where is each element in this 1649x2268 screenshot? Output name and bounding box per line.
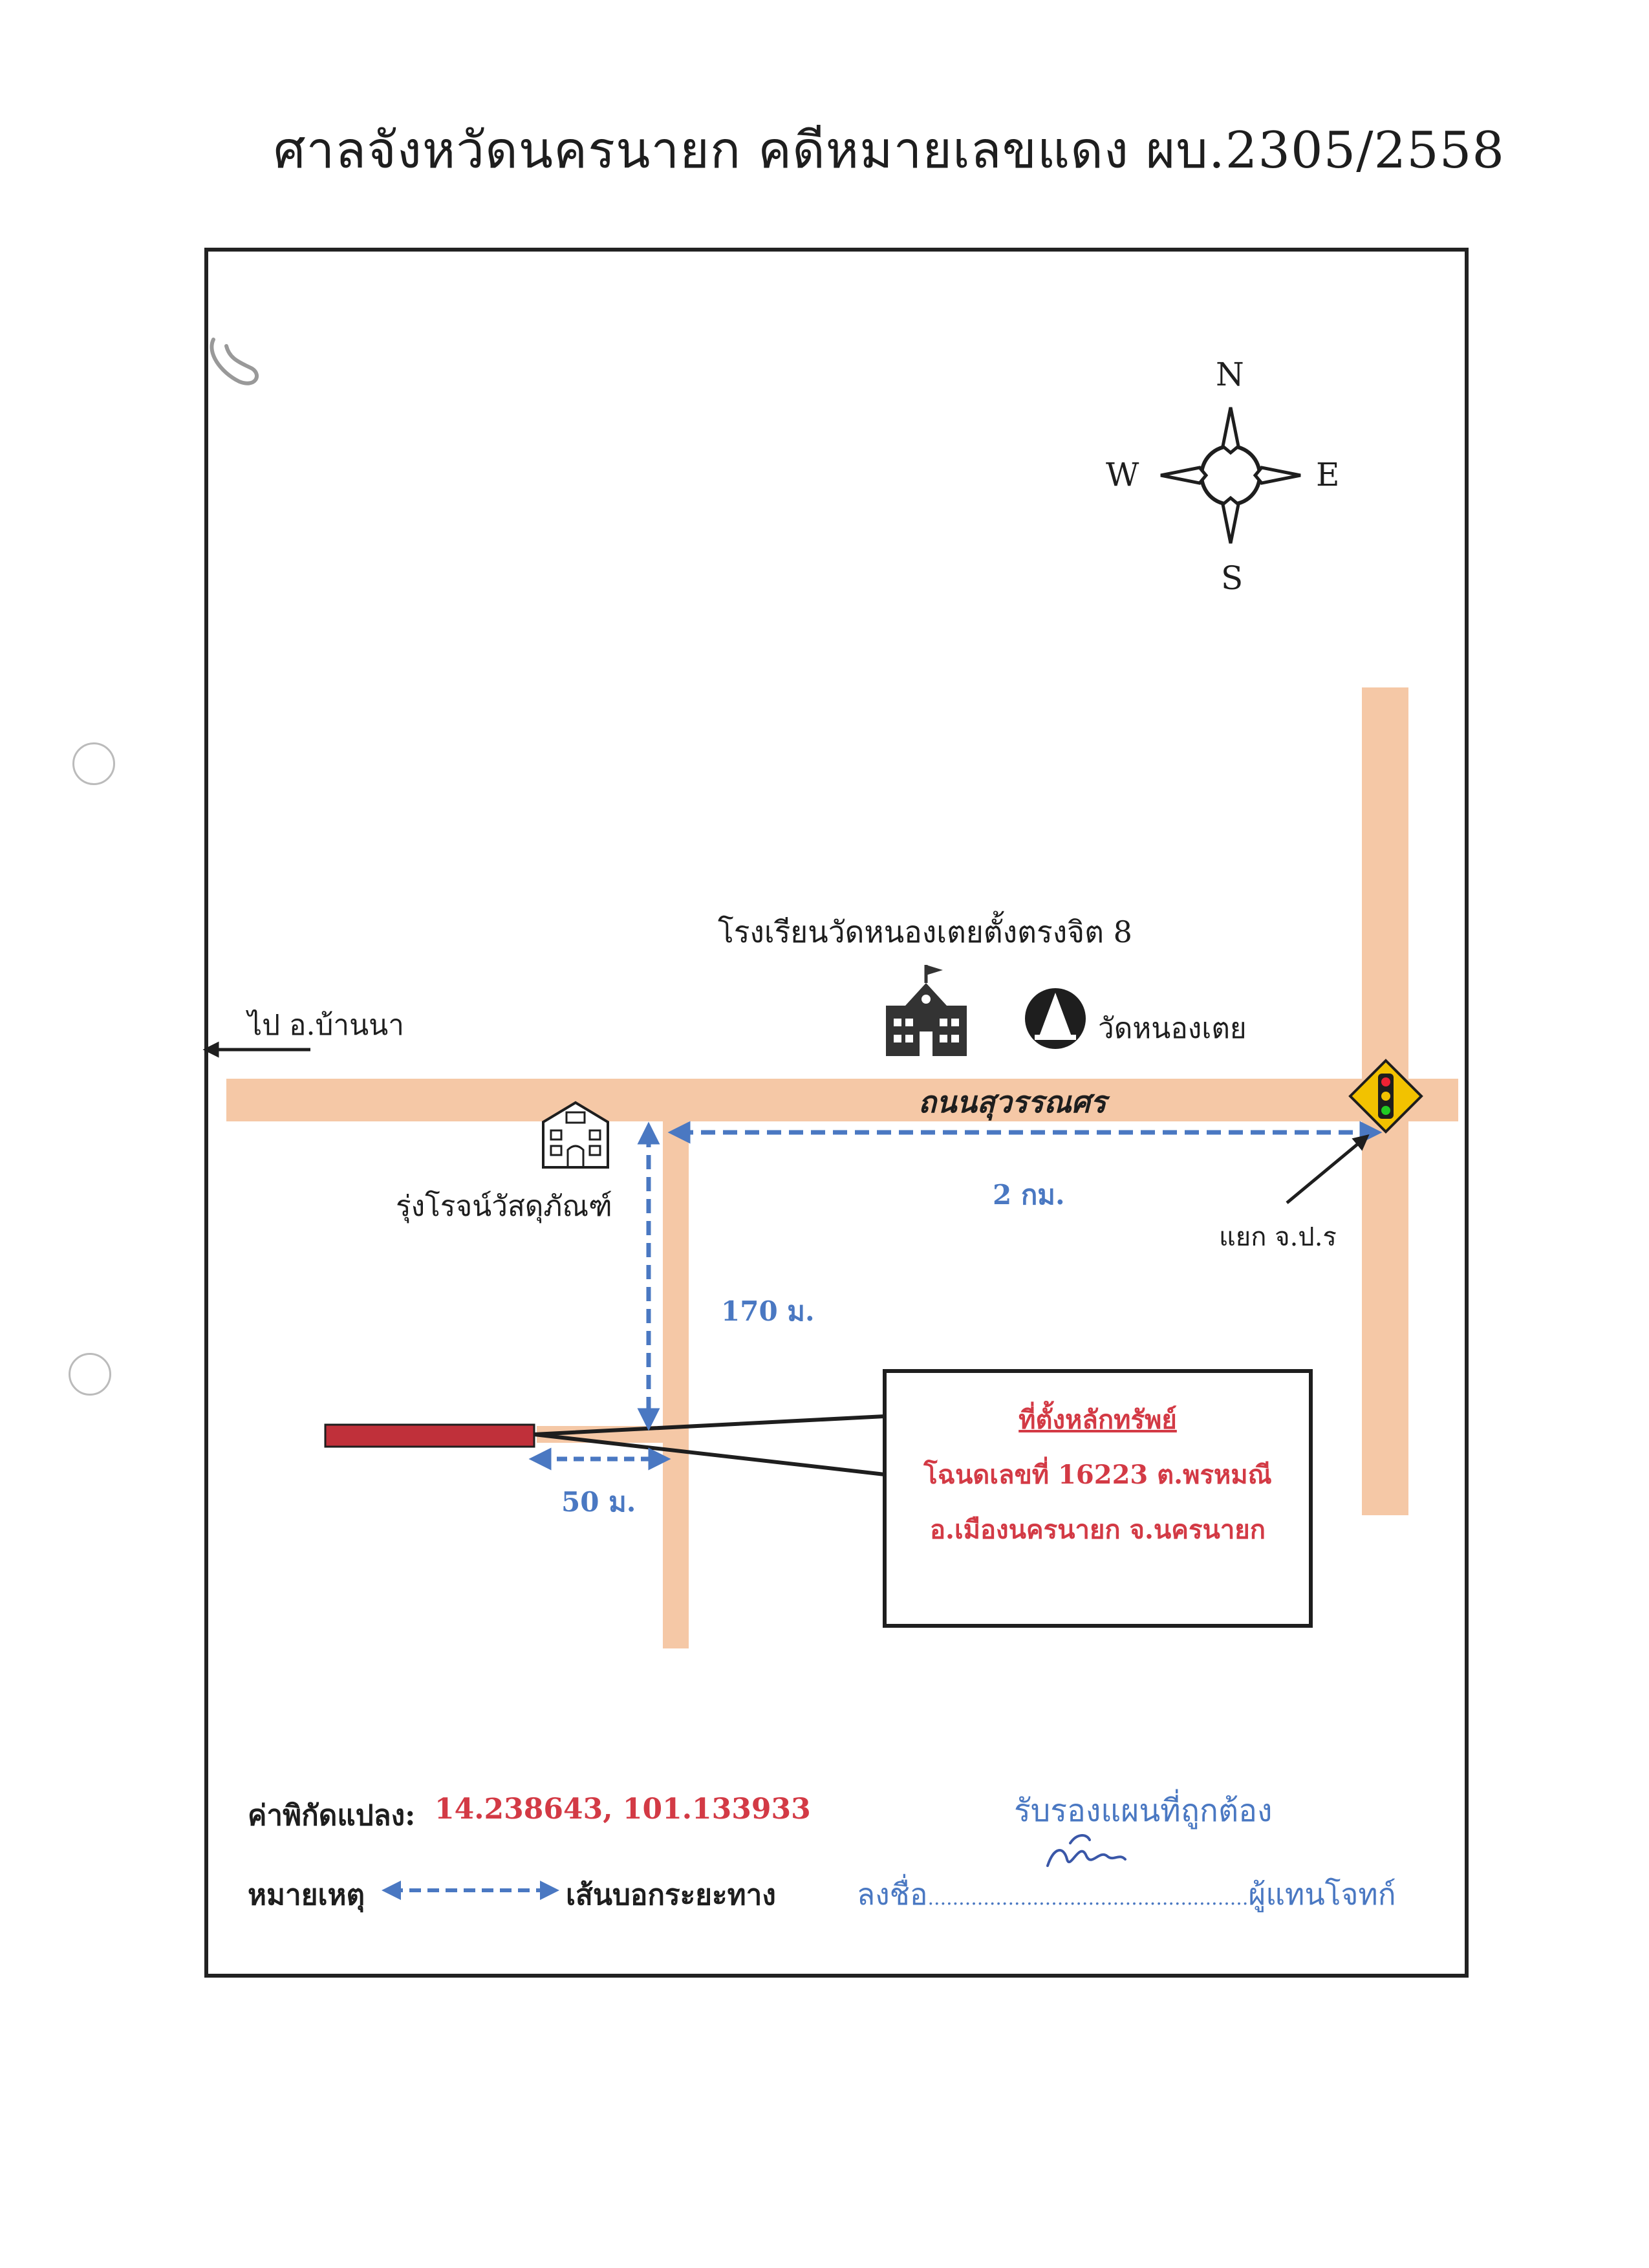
document-title: ศาลจังหวัดนครนายก คดีหมายเลขแดง ผบ.2305/… [273, 122, 1505, 180]
coords-label: ค่าพิกัดแปลง: [248, 1799, 416, 1832]
school-icon [886, 965, 967, 1056]
distance-170m-label: 170 ม. [721, 1295, 815, 1327]
compass-south: S [1221, 559, 1244, 597]
coords-value: 14.238643, 101.133933 [435, 1793, 811, 1826]
distance-50m-label: 50 ม. [561, 1486, 636, 1518]
compass-rose-icon [1160, 407, 1301, 544]
certify-text: รับรองแผนที่ถูกต้อง [1014, 1793, 1273, 1829]
traffic-light-icon [1348, 1059, 1423, 1134]
legend-label: หมายเหตุ [248, 1879, 365, 1912]
distance-2km-label: 2 กม. [993, 1179, 1065, 1211]
handwritten-signature [1046, 1834, 1126, 1867]
road-soi-vertical [663, 1121, 689, 1648]
sign-suffix: ผู้แทนโจทก์ [1248, 1877, 1396, 1912]
school-label: โรงเรียนวัดหนองเตยตั้งตรงจิต 8 [718, 914, 1132, 949]
compass-east: E [1316, 456, 1340, 493]
callout-title: ที่ตั้งหลักทรัพย์ [1018, 1405, 1177, 1435]
compass-north: N [1216, 356, 1244, 393]
junction-label: แยก จ.ป.ร [1219, 1222, 1337, 1252]
shop-building-icon [542, 1101, 609, 1169]
sign-dots: ........................................… [927, 1887, 1249, 1910]
road-suwannasorn [226, 1079, 1458, 1121]
callout-deed: โฉนดเลขที่ 16223 ต.พรหมณี [923, 1460, 1272, 1490]
punch-hole-top [72, 742, 115, 785]
road-label: ถนนสุวรรณศร [918, 1085, 1106, 1119]
legend-text: เส้นบอกระยะทาง [566, 1879, 776, 1912]
sign-prefix: ลงชื่อ [857, 1877, 928, 1912]
temple-icon [1025, 988, 1086, 1049]
paperclip-icon [210, 338, 259, 385]
signature-line: ลงชื่อ..................................… [857, 1871, 1396, 1918]
junction-arrow [1286, 1134, 1370, 1204]
temple-label: วัดหนองเตย [1098, 1012, 1247, 1045]
direction-label: ไป อ.บ้านนา [248, 1009, 404, 1042]
callout-pointer [534, 1414, 885, 1476]
compass-west: W [1106, 456, 1139, 493]
property-callout: ที่ตั้งหลักทรัพย์ โฉนดเลขที่ 16223 ต.พรห… [883, 1369, 1313, 1628]
punch-hole-bottom [69, 1353, 111, 1396]
map-frame [204, 248, 1469, 1978]
property-parcel [324, 1423, 535, 1448]
shop-label: รุ่งโรจน์วัสดุภัณฑ์ [396, 1190, 612, 1223]
callout-district: อ.เมืองนครนายก จ.นครนายก [930, 1515, 1266, 1545]
